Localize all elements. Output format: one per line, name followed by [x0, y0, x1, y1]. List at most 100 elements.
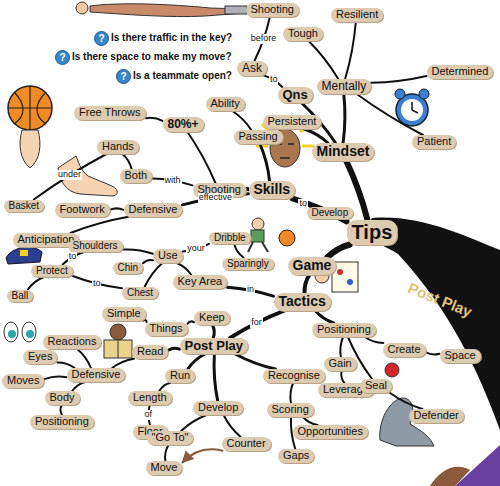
- node-text: Positioning: [317, 323, 371, 337]
- branch-word: Move: [146, 461, 183, 475]
- branch-label: of: [143, 410, 153, 420]
- branch-line: [426, 352, 440, 354]
- node-text: Positioning: [35, 415, 89, 429]
- branch-word: Space: [440, 349, 481, 363]
- branch-word: Develop: [307, 207, 354, 220]
- branch-line: [290, 383, 293, 403]
- branch-line: [264, 76, 282, 88]
- branch-line: [146, 118, 163, 121]
- node-text: Counter: [227, 437, 266, 451]
- alarm-clock: [395, 89, 429, 126]
- branch-line: [165, 445, 169, 461]
- branch-word: Basket: [4, 200, 45, 213]
- branch-line: [122, 154, 131, 169]
- node-text: Anticipation: [18, 233, 75, 247]
- branch-line: [110, 208, 124, 210]
- branch-word: Simple: [102, 307, 146, 321]
- reading-boy: [104, 324, 132, 358]
- node-text: Ask: [242, 61, 262, 76]
- branch-label: to: [298, 199, 308, 209]
- branch-line: [304, 129, 328, 143]
- branch-line: [341, 371, 344, 383]
- branch-line: [260, 144, 270, 181]
- node-text: Skills: [254, 181, 291, 199]
- branch-word: Qns: [278, 87, 313, 103]
- branch-word: Body: [45, 391, 80, 405]
- node-text: Scoring: [272, 403, 309, 417]
- question-text: Is there traffic in the key?: [111, 32, 232, 44]
- branch-line: [214, 354, 218, 401]
- node-text: Space: [445, 349, 476, 363]
- branch-word: Defensive: [124, 203, 183, 217]
- branch-word: Resilient: [331, 8, 383, 22]
- branch-line: [188, 321, 194, 323]
- branch-line: [44, 377, 66, 380]
- node-text: Defensive: [129, 203, 178, 217]
- branch-word: Hands: [97, 140, 139, 154]
- branch-word: Mindset: [312, 143, 375, 161]
- node-text: Tips: [352, 220, 393, 245]
- branch-line: [143, 320, 147, 322]
- node-text: Qns: [283, 87, 308, 103]
- node-text: Tactics: [279, 293, 326, 311]
- branch-word: Ability: [206, 97, 245, 111]
- branch-label: effective: [198, 193, 233, 203]
- branch-label: to: [92, 279, 102, 289]
- node-text: Defender: [414, 409, 459, 423]
- branch-word: Opportunities: [293, 425, 368, 439]
- node-text: Mentally: [322, 79, 367, 94]
- branch-word: Dribble: [209, 232, 251, 245]
- branch-line: [60, 405, 62, 415]
- node-text: Run: [170, 369, 190, 383]
- branch-word: Ball: [7, 290, 34, 303]
- basketball-hand: [8, 86, 52, 168]
- branch-word: Scoring: [267, 403, 314, 417]
- node-text: Dribble: [214, 232, 246, 245]
- node-text: Body: [50, 391, 75, 405]
- branch-label: your: [186, 244, 206, 254]
- branch-word: Skills: [249, 181, 296, 199]
- node-text: 80%+: [168, 117, 199, 132]
- branch-word: Seal: [360, 379, 392, 393]
- branch-word: Game: [288, 257, 337, 275]
- branch-label: in: [246, 285, 255, 295]
- branch-word: Defender: [409, 409, 464, 423]
- branch-word: Gaps: [278, 449, 314, 463]
- node-text: Footwork: [60, 203, 105, 217]
- branch-line: [232, 111, 251, 130]
- node-text: Post Play: [185, 338, 244, 354]
- question-icon: ?: [55, 50, 70, 65]
- node-text: Create: [388, 343, 421, 357]
- eyes: [4, 322, 36, 342]
- branch-word: Length: [128, 391, 172, 405]
- branch-line: [371, 76, 426, 83]
- branch-word: Reactions: [43, 335, 102, 349]
- branch-label: to: [68, 252, 78, 262]
- branch-word: Both: [120, 169, 153, 183]
- node-text: Hands: [102, 140, 134, 154]
- branch-line: [182, 449, 222, 462]
- branch-line: [73, 276, 122, 288]
- branch-label: before: [250, 34, 278, 44]
- node-text: Free Throws: [79, 106, 141, 120]
- branch-word: Persistent: [263, 115, 322, 129]
- branch-word: "Go To": [147, 431, 194, 445]
- node-text: Protect: [36, 265, 68, 278]
- question-text: Is there space to make my move?: [72, 51, 232, 63]
- node-text: Read: [137, 345, 163, 359]
- node-text: Chest: [127, 287, 153, 300]
- branch-line: [234, 244, 243, 258]
- central-topic: Tips: [347, 220, 398, 245]
- branch-line: [187, 132, 215, 184]
- branch-word: Things: [145, 322, 188, 336]
- node-text: Passing: [239, 130, 278, 144]
- trunk: [360, 218, 500, 486]
- node-text: Ability: [211, 97, 240, 111]
- branch-line: [308, 41, 338, 79]
- foot: [58, 156, 117, 196]
- branch-word: Tactics: [274, 293, 331, 311]
- node-text: Develop: [198, 401, 238, 415]
- branch-word: Key Area: [173, 275, 228, 289]
- branch-word: Footwork: [55, 203, 110, 217]
- branch-word: Moves: [2, 374, 44, 388]
